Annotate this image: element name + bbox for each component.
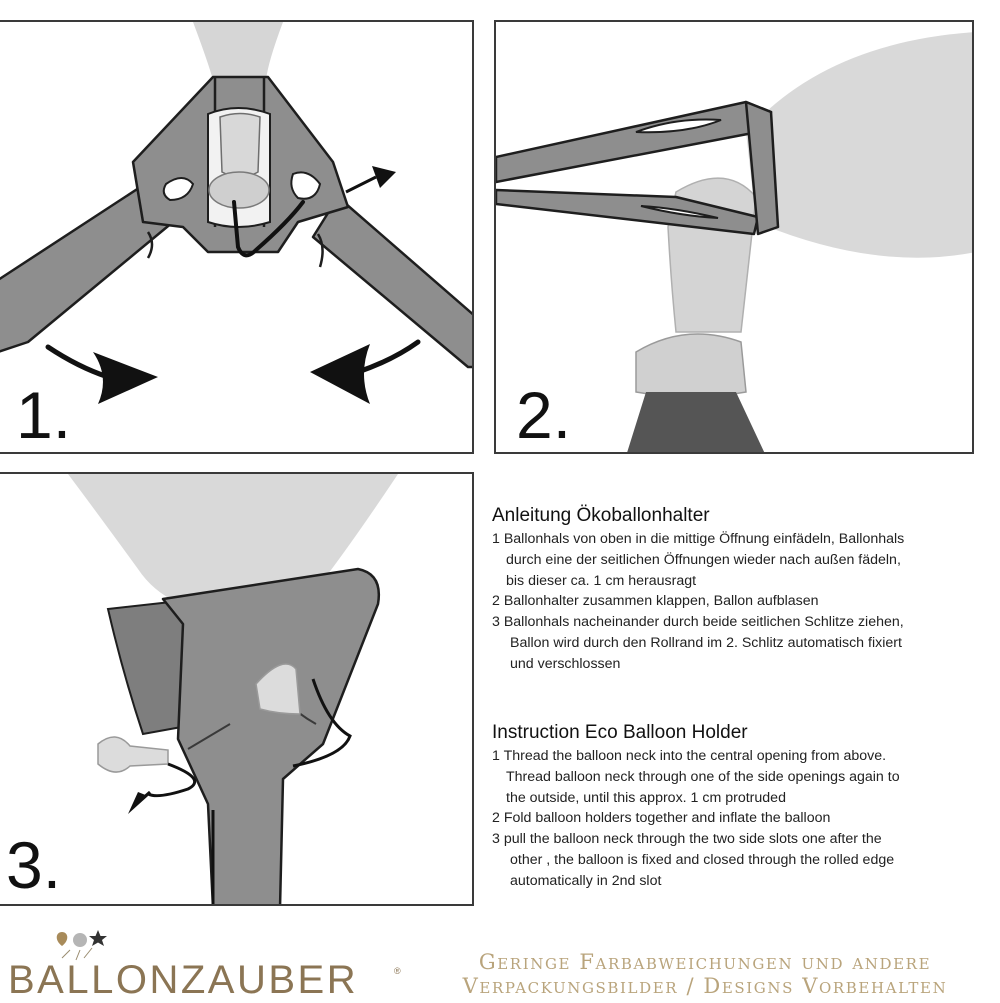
english-line-3: the outside, until this approx. 1 cm pro… [506,789,786,806]
step-1-illustration [0,22,472,404]
english-line-2: Thread balloon neck through one of the s… [506,768,900,785]
disclaimer-line-2: Verpackungsbilder / Designs Vorbehalten [462,974,948,998]
english-instructions: Instruction Eco Balloon Holder 1 Thread … [492,722,992,892]
german-line-4: 2 Ballonhalter zusammen klappen, Ballon … [492,593,819,610]
english-line-1: 1 Thread the balloon neck into the centr… [492,748,887,764]
german-line-3: bis dieser ca. 1 cm herausragt [506,572,697,589]
german-instructions: Anleitung Ökoballonhalter 1 Ballonhals v… [492,505,992,675]
english-line-7: automatically in 2nd slot [510,872,662,889]
step-1-number: 1. [16,378,72,452]
german-line-7: und verschlossen [510,655,621,672]
step-3-illustration [68,474,398,904]
balloons-icon [56,930,107,961]
german-line-1: 1 Ballonhals von oben in die mittige Öff… [492,531,905,547]
german-line-6: Ballon wird durch den Rollrand im 2. Sch… [510,634,902,651]
english-line-4: 2 Fold balloon holders together and infl… [492,810,831,827]
step-3-panel: 3. [0,472,474,906]
step-2-number: 2. [516,378,572,452]
step-3-number: 3. [6,828,62,902]
english-line-6: other , the balloon is fixed and closed … [510,851,895,868]
step-2-panel: 2. [494,20,974,454]
brand-logo: BALLONZAUBER ® [8,928,408,1002]
step-2-illustration [496,32,972,452]
german-line-2: durch eine der seitlichen Öffnungen wied… [506,551,901,568]
disclaimer-line-1: Geringe Farbabweichungen und andere [478,950,932,974]
german-line-5: 3 Ballonhals nacheinander durch beide se… [492,614,904,631]
english-title: Instruction Eco Balloon Holder [492,722,748,743]
german-title: Anleitung Ökoballonhalter [492,505,710,526]
english-line-5: 3 pull the balloon neck through the two … [492,831,882,848]
brand-trademark: ® [394,966,401,976]
brand-name: BALLONZAUBER [8,958,359,1002]
step-1-panel: 1. [0,20,474,454]
